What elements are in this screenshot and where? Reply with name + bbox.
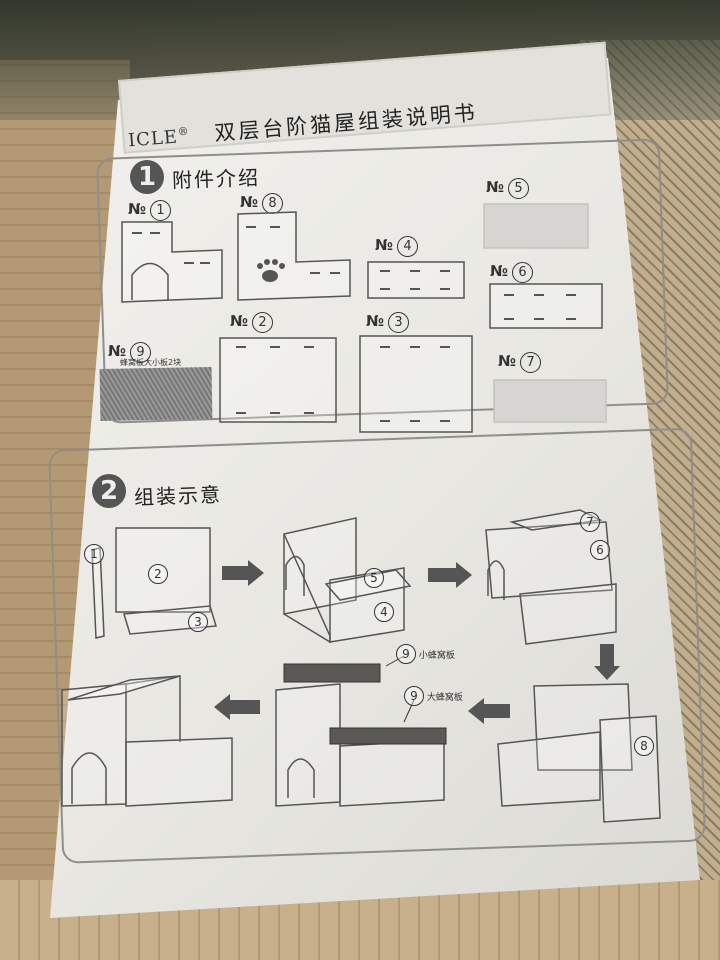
step4-label-8: 8 (634, 736, 654, 756)
step1-label-1: 1 (84, 544, 104, 564)
step5-tall-box (275, 683, 341, 807)
step4-side-panel (599, 715, 661, 823)
final-door (71, 752, 107, 804)
part-7-drawing (493, 379, 607, 423)
final-low-box (125, 737, 233, 807)
part-1-drawing (121, 221, 223, 303)
step3-label-7: 7 (580, 512, 600, 532)
arrow-left-1-shaft (484, 704, 510, 718)
step4-low-box (497, 731, 601, 807)
arrow-right-2-head (456, 562, 472, 588)
part-6-drawing (489, 283, 603, 329)
step3-label-6: 6 (590, 540, 610, 560)
step1-label-2: 2 (148, 564, 168, 584)
part-2-drawing (219, 337, 337, 423)
arrow-left-2-head (214, 694, 230, 720)
arrow-down-head (594, 666, 620, 680)
section-2-number: 2 (92, 474, 126, 508)
arrow-right-1-head (248, 560, 264, 586)
step3-top-panel (509, 509, 603, 531)
step3-door (487, 560, 505, 600)
part-4-drawing (367, 261, 465, 299)
large-honeycomb-board (329, 727, 447, 745)
step3-low-box (519, 583, 617, 645)
part-3-drawing (359, 335, 473, 433)
step2-label-4: 4 (374, 602, 394, 622)
part-slots (132, 226, 576, 422)
small-board-label: 9 小蜂窝板 (396, 644, 455, 664)
small-honeycomb-board (283, 663, 381, 683)
section-1-number: 1 (130, 160, 164, 194)
honeycomb-caption: 蜂窝板大小板2块 (120, 358, 182, 367)
arrow-right-1-shaft (222, 566, 248, 580)
step1-label-3: 3 (188, 612, 208, 632)
step5-low-box (339, 739, 445, 807)
step2-door (285, 555, 305, 596)
arrow-down-shaft (600, 644, 614, 666)
arrow-right-2-shaft (428, 568, 456, 582)
large-board-label: 9 大蜂窝板 (404, 686, 463, 706)
step5-door (287, 758, 315, 798)
step2-label-5: 5 (364, 568, 384, 588)
arrow-left-1-head (468, 698, 484, 724)
part-5-drawing (483, 203, 589, 249)
arrow-left-2-shaft (230, 700, 260, 714)
arrows (214, 560, 620, 724)
step4-box (533, 683, 633, 771)
paw-icon (257, 259, 285, 282)
step2-tall-box (283, 517, 357, 615)
part-1-door (131, 262, 169, 300)
